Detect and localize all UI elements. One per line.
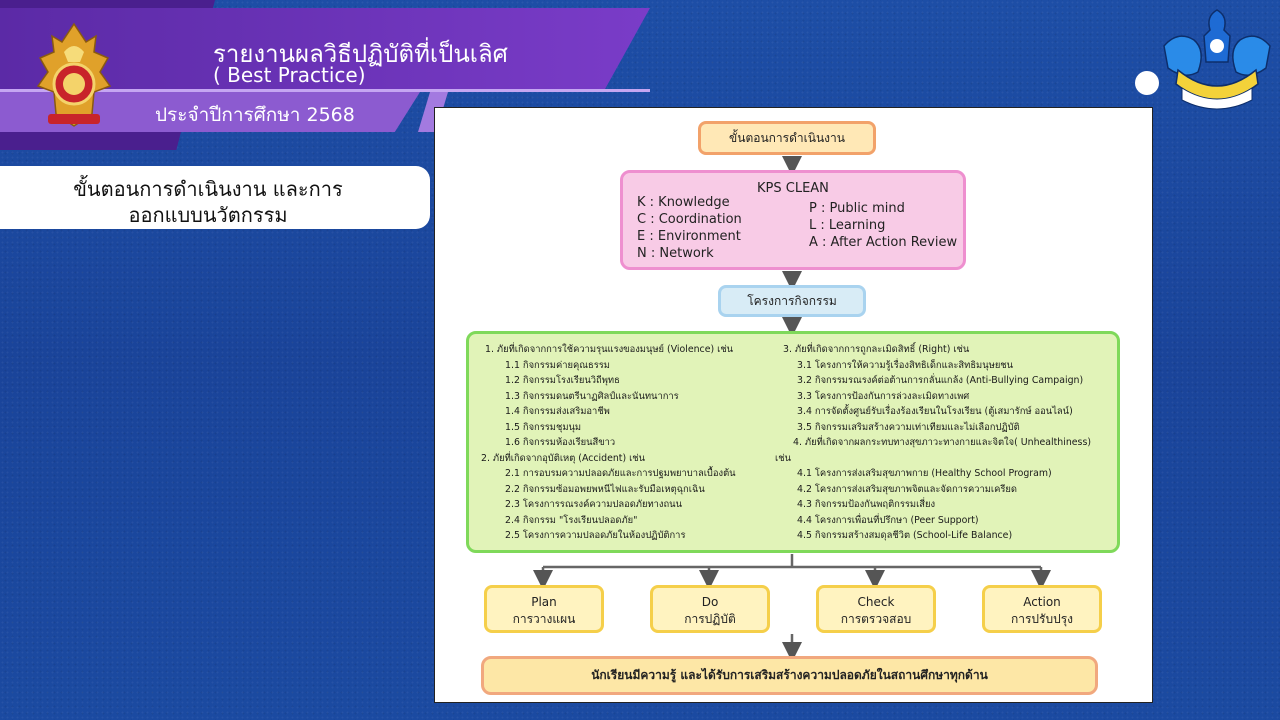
left-list-item: 1.2 กิจกรรมโรงเรียนวิถีพุทธ <box>505 375 620 386</box>
right-list-item: 3.1 โครงการให้ความรู้เรื่องสิทธิเด็กและส… <box>797 359 1014 371</box>
pdca-action-th: การปรับปรุง <box>1010 612 1074 626</box>
section-heading-card <box>0 166 430 229</box>
right-list-item: 3.4 การจัดตั้งศูนย์รับเรื่องร้องเรียนในโ… <box>797 406 1073 417</box>
right-list-item: เช่น <box>775 452 791 464</box>
left-list-item: 2.1 การอบรมความปลอดภัยและการปฐมพยาบาลเบื… <box>505 468 736 479</box>
left-list-item: 1.4 กิจกรรมส่งเสริมอาชีพ <box>505 406 610 417</box>
left-list-item: 1.6 กิจกรรมห้องเรียนสีขาว <box>505 437 616 448</box>
kps-item-p: P : Public mind <box>809 201 905 216</box>
right-list-item: 4.1 โครงการส่งเสริมสุขภาพกาย (Healthy Sc… <box>797 468 1052 479</box>
activity-projects-box: โครงการกิจกรรม <box>718 285 866 317</box>
left-list-item: 1.1 กิจกรรมค่ายคุณธรรม <box>505 359 610 371</box>
section-heading: ขั้นตอนการดำเนินงาน และการ ออกแบบนวัตกรร… <box>38 176 378 228</box>
pdca-do-en: Do <box>701 595 719 609</box>
right-list-item: 3.5 กิจกรรมเสริมสร้างความเท่าเทียมและไม่… <box>797 421 1020 433</box>
process-steps-box: ขั้นตอนการดำเนินงาน <box>698 121 876 155</box>
right-list-item: 4.5 กิจกรรมสร้างสมดุลชีวิต (School-Life … <box>797 530 1013 541</box>
right-list-item: 4. ภัยที่เกิดจากผลกระทบทางสุขภาวะทางกายแ… <box>793 437 1091 448</box>
pdca-do-th: การปฏิบัติ <box>684 612 736 626</box>
left-list-item: 2.2 กิจกรรมซ้อมอพยพหนีไฟและรับมือเหตุฉุก… <box>505 483 705 495</box>
right-list-item: 3.3 โครงการป้องกันการล่วงละเมิดทางเพศ <box>797 390 970 402</box>
pdca-plan-th: การวางแผน <box>512 612 576 626</box>
right-list-item: 4.2 โครงการส่งเสริมสุขภาพจิตและจัดการควา… <box>797 483 1018 495</box>
kps-item-k: K : Knowledge <box>637 195 730 210</box>
section-heading-line2: ออกแบบนวัตกรรม <box>128 203 288 227</box>
banner-title-band <box>0 8 650 90</box>
pdca-check-th: การตรวจสอบ <box>840 612 912 626</box>
pdca-plan-box: Plan การวางแผน <box>484 585 604 633</box>
left-list-item: 1. ภัยที่เกิดจากการใช้ความรุนแรงของมนุษย… <box>485 344 734 355</box>
section-heading-line1: ขั้นตอนการดำเนินงาน และการ <box>73 177 343 201</box>
pdca-check-box: Check การตรวจสอบ <box>816 585 936 633</box>
kps-title: KPS CLEAN <box>757 181 829 196</box>
outcome-box: นักเรียนมีความรู้ และได้รับการเสริมสร้าง… <box>481 656 1098 695</box>
pdca-check-en: Check <box>857 595 895 609</box>
right-list-item: 3.2 กิจกรรมรณรงค์ต่อต้านการกลั่นแกล้ง (A… <box>797 375 1084 386</box>
white-dot-decoration <box>1135 71 1159 95</box>
left-list-item: 1.3 กิจกรรมดนตรีนาฏศิลป์และนันทนาการ <box>505 390 679 402</box>
pdca-action-box: Action การปรับปรุง <box>982 585 1102 633</box>
activities-list-box: 1. ภัยที่เกิดจากการใช้ความรุนแรงของมนุษย… <box>466 331 1120 553</box>
academic-year-label: ประจำปีการศึกษา 2568 <box>155 104 355 126</box>
right-list-item: 4.4 โครงการเพื่อนที่ปรึกษา (Peer Support… <box>797 514 979 526</box>
report-title: รายงานผลวิธีปฏิบัติที่เป็นเลิศ <box>213 40 508 68</box>
kps-clean-box: KPS CLEAN K : Knowledge C : Coordination… <box>620 170 966 270</box>
kps-item-n: N : Network <box>637 246 714 261</box>
kps-item-e: E : Environment <box>637 229 741 244</box>
school-crest-logo <box>36 22 112 127</box>
kps-item-a: A : After Action Review <box>809 235 958 250</box>
school-emblem-logo <box>1163 9 1271 110</box>
right-list-item: 4.3 กิจกรรมป้องกันพฤติกรรมเสี่ยง <box>797 499 936 510</box>
kps-item-l: L : Learning <box>809 218 886 233</box>
right-list-item: 3. ภัยที่เกิดจากการถูกละเมิดสิทธิ์ (Righ… <box>783 344 970 355</box>
left-list-item: 2. ภัยที่เกิดจากอุบัติเหตุ (Accident) เช… <box>481 452 646 464</box>
banner-divider <box>0 89 650 92</box>
left-list-item: 2.3 โครงการรณรงค์ความปลอดภัยทางถนน <box>505 499 682 510</box>
left-list-item: 1.5 กิจกรรมชุมนุม <box>505 421 582 433</box>
pdca-action-en: Action <box>1023 595 1061 609</box>
left-list-item: 2.5 โครงการความปลอดภัยในห้องปฏิบัติการ <box>505 530 686 541</box>
left-list-item: 2.4 กิจกรรม "โรงเรียนปลอดภัย" <box>505 514 638 526</box>
pdca-do-box: Do การปฏิบัติ <box>650 585 770 633</box>
report-subtitle-english: ( Best Practice) <box>213 63 366 87</box>
kps-item-c: C : Coordination <box>637 212 742 227</box>
pdca-plan-en: Plan <box>531 595 557 609</box>
